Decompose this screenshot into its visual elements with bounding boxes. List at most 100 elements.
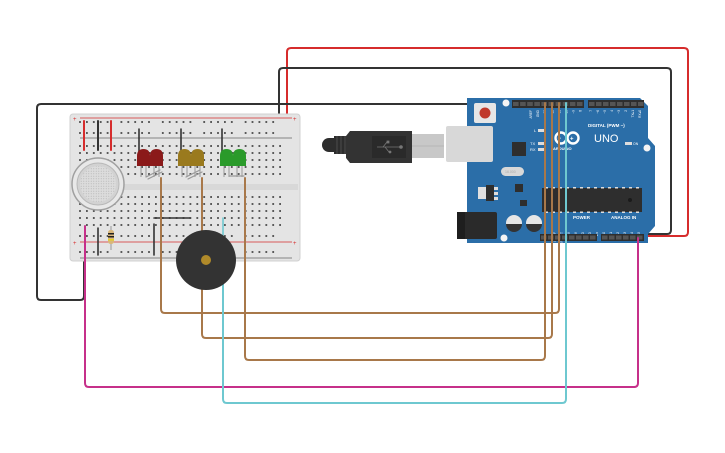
breadboard-hole[interactable] bbox=[210, 196, 212, 198]
breadboard-hole[interactable] bbox=[148, 217, 150, 219]
breadboard-hole[interactable] bbox=[265, 235, 268, 237]
header-pin[interactable] bbox=[576, 235, 582, 240]
breadboard-hole[interactable] bbox=[224, 145, 226, 147]
breadboard-hole[interactable] bbox=[79, 159, 81, 161]
breadboard-hole[interactable] bbox=[251, 121, 254, 123]
breadboard-hole[interactable] bbox=[203, 132, 206, 134]
header-pin[interactable] bbox=[624, 102, 630, 106]
breadboard-hole[interactable] bbox=[189, 224, 192, 226]
breadboard-hole[interactable] bbox=[272, 251, 275, 253]
led-yellow-1[interactable] bbox=[178, 149, 191, 177]
breadboard-hole[interactable] bbox=[134, 196, 137, 198]
wire-brown-red-led[interactable] bbox=[160, 102, 560, 314]
breadboard-hole[interactable] bbox=[99, 152, 102, 154]
breadboard-hole[interactable] bbox=[230, 166, 233, 168]
breadboard-hole[interactable] bbox=[189, 132, 192, 134]
breadboard-hole[interactable] bbox=[237, 173, 240, 175]
breadboard-hole[interactable] bbox=[258, 152, 261, 154]
breadboard-hole[interactable] bbox=[196, 145, 199, 147]
breadboard-hole[interactable] bbox=[148, 235, 150, 237]
breadboard-hole[interactable] bbox=[127, 173, 130, 175]
wire-red-5v[interactable] bbox=[286, 47, 689, 237]
header-pin[interactable] bbox=[569, 102, 576, 106]
breadboard-hole[interactable] bbox=[196, 217, 199, 219]
breadboard-hole[interactable] bbox=[141, 224, 143, 226]
breadboard-hole[interactable] bbox=[175, 251, 178, 253]
breadboard-hole[interactable] bbox=[217, 121, 219, 123]
breadboard-hole[interactable] bbox=[148, 251, 150, 253]
breadboard-hole[interactable] bbox=[251, 145, 254, 147]
breadboard-hole[interactable] bbox=[230, 196, 233, 198]
breadboard-hole[interactable] bbox=[196, 210, 199, 212]
breadboard-hole[interactable] bbox=[258, 196, 261, 198]
breadboard-hole[interactable] bbox=[182, 235, 185, 237]
breadboard-hole[interactable] bbox=[210, 217, 212, 219]
breadboard-hole[interactable] bbox=[279, 217, 281, 219]
breadboard-hole[interactable] bbox=[279, 166, 281, 168]
breadboard-hole[interactable] bbox=[106, 145, 109, 147]
breadboard-hole[interactable] bbox=[203, 203, 206, 205]
breadboard-hole[interactable] bbox=[79, 224, 81, 226]
breadboard-hole[interactable] bbox=[86, 121, 88, 123]
header-pin[interactable] bbox=[569, 235, 575, 240]
breadboard-hole[interactable] bbox=[161, 166, 164, 168]
breadboard-hole[interactable] bbox=[189, 196, 192, 198]
breadboard-hole[interactable] bbox=[79, 121, 81, 123]
breadboard-hole[interactable] bbox=[189, 166, 192, 168]
breadboard-hole[interactable] bbox=[237, 224, 240, 226]
breadboard-hole[interactable] bbox=[182, 210, 185, 212]
breadboard-hole[interactable] bbox=[127, 132, 130, 134]
breadboard-hole[interactable] bbox=[224, 217, 226, 219]
breadboard-hole[interactable] bbox=[120, 196, 123, 198]
breadboard-hole[interactable] bbox=[210, 121, 212, 123]
led-red-2[interactable] bbox=[150, 149, 163, 177]
breadboard-hole[interactable] bbox=[161, 132, 164, 134]
breadboard-hole[interactable] bbox=[92, 121, 95, 123]
breadboard-hole[interactable] bbox=[175, 166, 178, 168]
breadboard-hole[interactable] bbox=[175, 121, 178, 123]
breadboard-hole[interactable] bbox=[244, 173, 247, 175]
breadboard-hole[interactable] bbox=[203, 173, 206, 175]
breadboard-hole[interactable] bbox=[141, 217, 143, 219]
wire-black-gnd-left[interactable] bbox=[36, 103, 516, 301]
breadboard-hole[interactable] bbox=[141, 173, 143, 175]
breadboard-hole[interactable] bbox=[224, 235, 226, 237]
breadboard-hole[interactable] bbox=[106, 210, 109, 212]
breadboard-hole[interactable] bbox=[272, 166, 275, 168]
breadboard-hole[interactable] bbox=[155, 196, 157, 198]
breadboard-hole[interactable] bbox=[279, 159, 281, 161]
breadboard-hole[interactable] bbox=[161, 224, 164, 226]
breadboard-hole[interactable] bbox=[168, 173, 171, 175]
breadboard-hole[interactable] bbox=[86, 145, 88, 147]
breadboard-hole[interactable] bbox=[168, 196, 171, 198]
breadboard-hole[interactable] bbox=[182, 173, 185, 175]
breadboard-hole[interactable] bbox=[113, 145, 116, 147]
breadboard-hole[interactable] bbox=[141, 121, 143, 123]
breadboard-hole[interactable] bbox=[134, 166, 137, 168]
breadboard-hole[interactable] bbox=[251, 217, 254, 219]
breadboard-hole[interactable] bbox=[127, 121, 130, 123]
breadboard-hole[interactable] bbox=[127, 203, 130, 205]
breadboard-hole[interactable] bbox=[258, 121, 261, 123]
breadboard-hole[interactable] bbox=[196, 224, 199, 226]
breadboard-hole[interactable] bbox=[224, 132, 226, 134]
breadboard-hole[interactable] bbox=[196, 203, 199, 205]
breadboard-hole[interactable] bbox=[92, 217, 95, 219]
breadboard-hole[interactable] bbox=[86, 224, 88, 226]
breadboard-hole[interactable] bbox=[279, 203, 281, 205]
breadboard-hole[interactable] bbox=[230, 145, 233, 147]
breadboard-hole[interactable] bbox=[217, 217, 219, 219]
breadboard-hole[interactable] bbox=[168, 251, 171, 253]
breadboard-hole[interactable] bbox=[127, 235, 130, 237]
breadboard-hole[interactable] bbox=[161, 173, 164, 175]
breadboard-hole[interactable] bbox=[189, 210, 192, 212]
breadboard-hole[interactable] bbox=[148, 210, 150, 212]
breadboard-hole[interactable] bbox=[182, 224, 185, 226]
breadboard-hole[interactable] bbox=[148, 145, 150, 147]
breadboard-hole[interactable] bbox=[168, 210, 171, 212]
breadboard-hole[interactable] bbox=[141, 166, 143, 168]
breadboard-hole[interactable] bbox=[148, 173, 150, 175]
header-pin[interactable] bbox=[534, 102, 540, 106]
header-pin[interactable] bbox=[541, 235, 547, 240]
breadboard-hole[interactable] bbox=[265, 224, 268, 226]
